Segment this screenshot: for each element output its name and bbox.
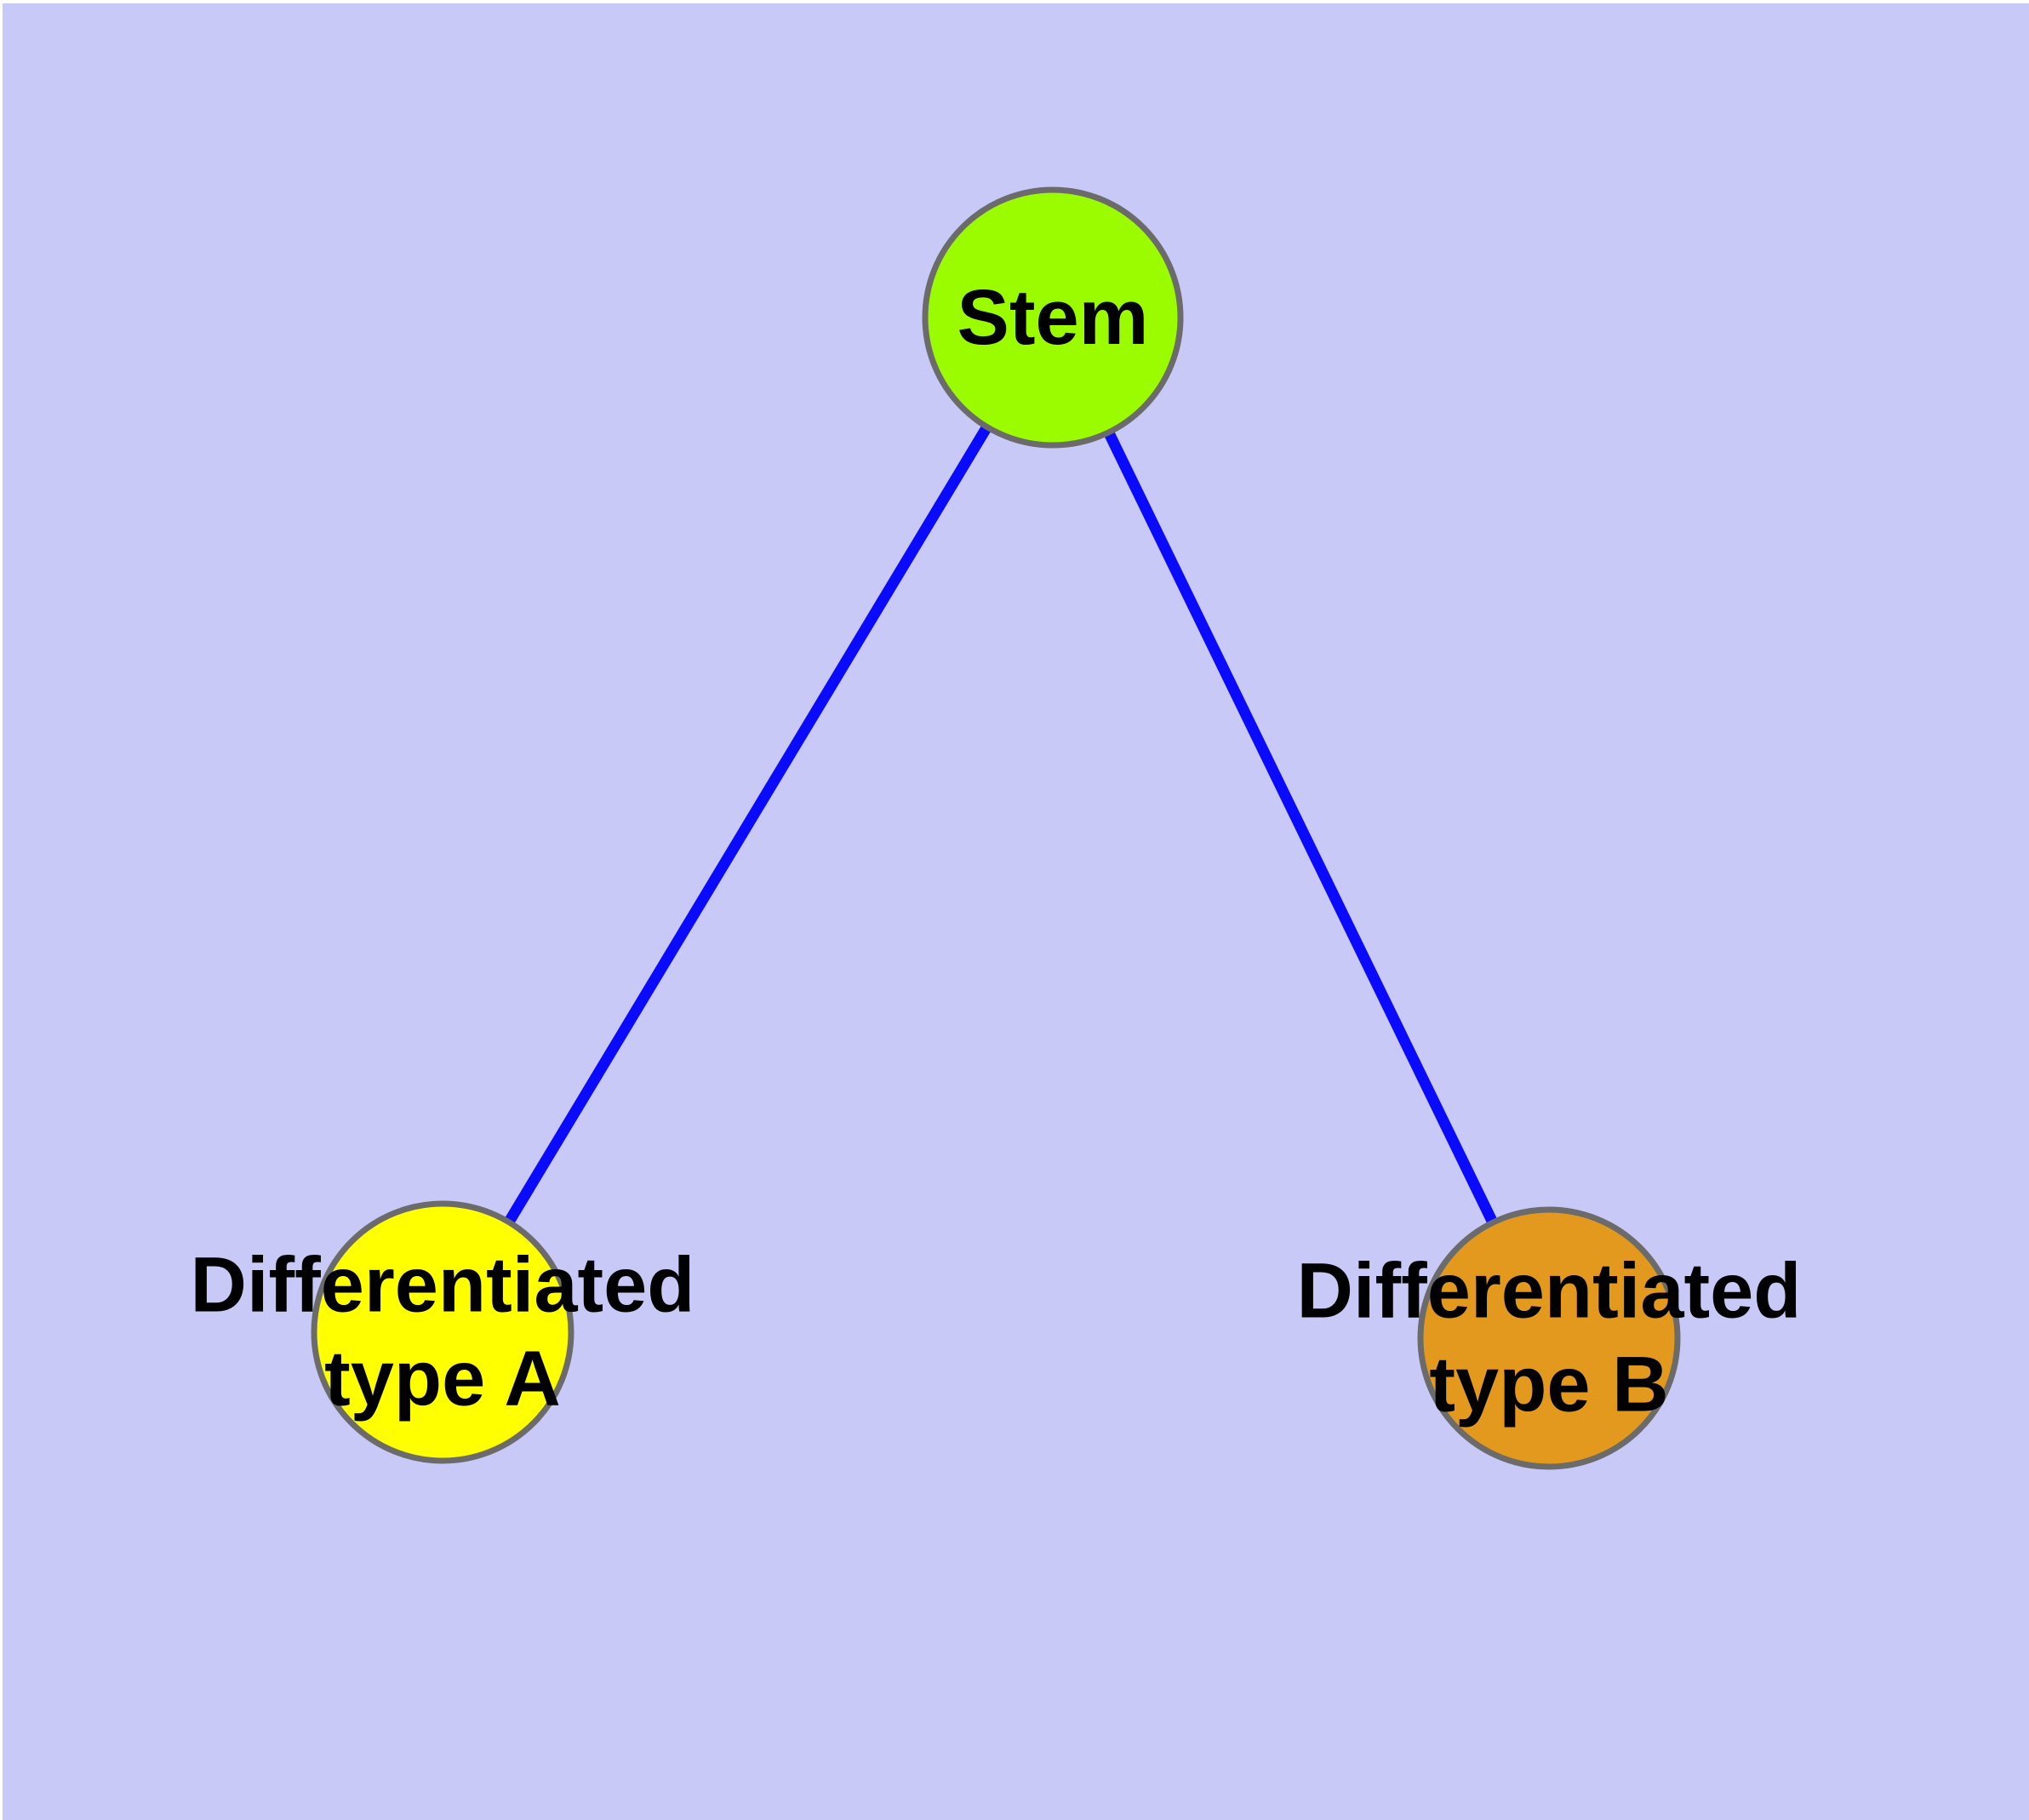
node-diff-a [311,1200,574,1464]
node-diff-b [1417,1206,1681,1470]
node-stem [922,186,1184,449]
edge-stem-diff-a [504,424,992,1225]
edge-stem-diff-b [1103,430,1498,1226]
graph-canvas [311,186,1681,1470]
